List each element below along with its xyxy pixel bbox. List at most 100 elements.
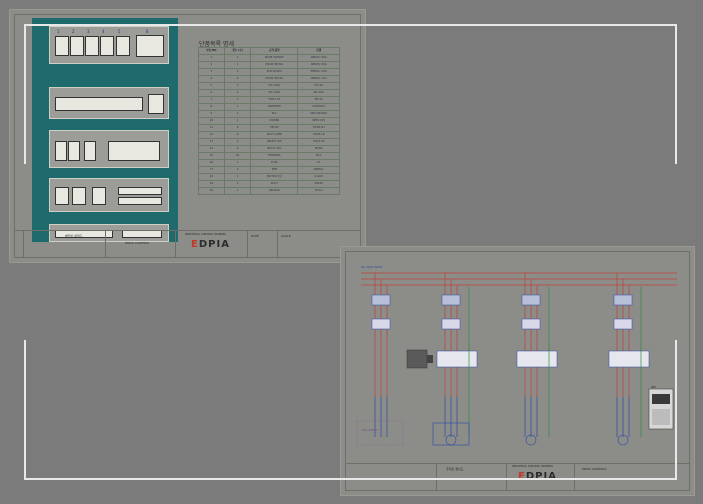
drawing-sheet-wiring[interactable]: 3φ 220V 60Hz PLC INPUT INV 주회로 결선도 EDPIA… [340, 246, 695, 496]
bom-cell: 6 [223, 124, 252, 132]
bom-cell: 1 [223, 103, 252, 111]
drawing-sheet-layout[interactable]: 1 2 3 4 5 6 단품목록 명세 부 [9, 9, 366, 263]
supply-label: 3φ 220V 60Hz [361, 265, 383, 269]
bom-header-cell: 규격 품명 [250, 47, 299, 55]
crop-mark-bottom-right [675, 340, 677, 480]
bom-cell: 2 [223, 166, 252, 174]
title-block: 배전반 외형도 EDPIA CONTROL DATE SCALE INDUSTR… [15, 230, 360, 257]
bom-cell: ABN53c 15A [297, 75, 340, 83]
bom-cell: 2 [223, 138, 252, 146]
title-block-name: 배전반 외형도 [65, 234, 83, 238]
bom-cell: ELB 2P/30A [250, 68, 299, 76]
bom-cell: 1 [223, 173, 252, 181]
bom-cell: 6 [198, 89, 225, 97]
plc-input-label: PLC INPUT [362, 428, 378, 432]
title-block-company: EDPIA CONTROL [125, 241, 150, 245]
bom-cell: 9 [198, 110, 225, 118]
bom-cell: TERMINAL [250, 152, 299, 160]
bom-cell: PLC [250, 110, 299, 118]
edpia-logo: EDPIA [191, 239, 230, 250]
bom-cell: ABN52c [297, 166, 340, 174]
bom-cell: YW1P-1B [297, 131, 340, 139]
bom-cell: 2A [297, 159, 340, 167]
bom-cell: FUSE [250, 159, 299, 167]
bom-cell: SV008iC5 [297, 103, 340, 111]
bom-cell: 16 [198, 159, 225, 167]
title-block-date: DATE [251, 234, 259, 238]
bom-cell: 1 [223, 54, 252, 62]
bom-cell: INVERTER [250, 103, 299, 111]
bom-cell: MCCB 3P/15A [250, 75, 299, 83]
bom-cell: EBN52c 30A [297, 68, 340, 76]
bom-cell: ABN33c 30A [297, 61, 340, 69]
panel-layout-view: 1 2 3 4 5 6 [32, 18, 178, 242]
breaker-row: 1 2 3 4 5 6 [49, 26, 169, 64]
terminal-row [49, 87, 169, 119]
bom-cell: 3 [223, 82, 252, 90]
crop-mark-top-left [24, 24, 26, 164]
bom-cell: MC 220V [250, 82, 299, 90]
bom-cell: 1 [223, 159, 252, 167]
bom-cell: 1 [223, 187, 252, 195]
bom-cell: MC-9b [297, 82, 340, 90]
bom-cell: 1 [198, 54, 225, 62]
bom-cell: 2 [223, 75, 252, 83]
bom-cell: RELAY 24V [250, 145, 299, 153]
contactor-row [49, 130, 169, 168]
bom-cell: MOTOR 3상 [250, 173, 299, 181]
switch-row [49, 178, 169, 212]
bom-cell: 30 [223, 152, 252, 160]
bom-cell: SMPS 24V [297, 117, 340, 125]
bom-cell: YW1B-M1 [297, 124, 340, 132]
bom-cell: YW1S-2E [297, 138, 340, 146]
bom-cell: 1 [223, 96, 252, 104]
bom-cell: 8 [198, 103, 225, 111]
bom-title: 단품목록 명세 [199, 41, 235, 48]
title-block-company: EDPIA CONTROL [582, 467, 607, 471]
bom-cell: 6 [223, 131, 252, 139]
bom-cell: 15 [198, 152, 225, 160]
bom-cell: POWER [250, 117, 299, 125]
bom-cell: 5 [198, 82, 225, 90]
bom-cell: MC 220V [250, 89, 299, 97]
bom-cell: 7 [198, 96, 225, 104]
bom-cell: MT-32 [297, 96, 340, 104]
bom-cell: 19 [198, 180, 225, 188]
bom-header-cell: 모델 [297, 47, 340, 55]
crop-mark-top [24, 24, 677, 26]
bom-cell: 4 [198, 75, 225, 83]
inverter-label: INV [651, 385, 657, 389]
bom-cell: DIN RAIL [250, 187, 299, 195]
crop-mark-bottom [24, 478, 677, 480]
edpia-logo: EDPIA [518, 471, 557, 482]
bom-cell: 1 [223, 117, 252, 125]
bom-cell: 10 [198, 117, 225, 125]
title-block: 주회로 결선도 EDPIA CONTROL INDUSTRIAL CONTROL… [346, 463, 689, 490]
title-block-scale: SCALE [281, 234, 291, 238]
bom-cell: 40X40 [297, 180, 340, 188]
bom-cell: 2 [198, 61, 225, 69]
title-block-name: 주회로 결선도 [446, 467, 464, 471]
bom-cell: ABN53c 50A [297, 54, 340, 62]
wiring-diagram [356, 272, 677, 446]
bom-cell: 4 [223, 145, 252, 153]
bom-cell: THR 2.5A [250, 96, 299, 104]
bom-cell: 13 [198, 138, 225, 146]
bom-cell: TB-1 [297, 152, 340, 160]
bom-cell: 11 [198, 124, 225, 132]
bom-header-cell: 부호 NO [198, 47, 225, 55]
bom-cell: MCCB 3P/50AF [250, 54, 299, 62]
